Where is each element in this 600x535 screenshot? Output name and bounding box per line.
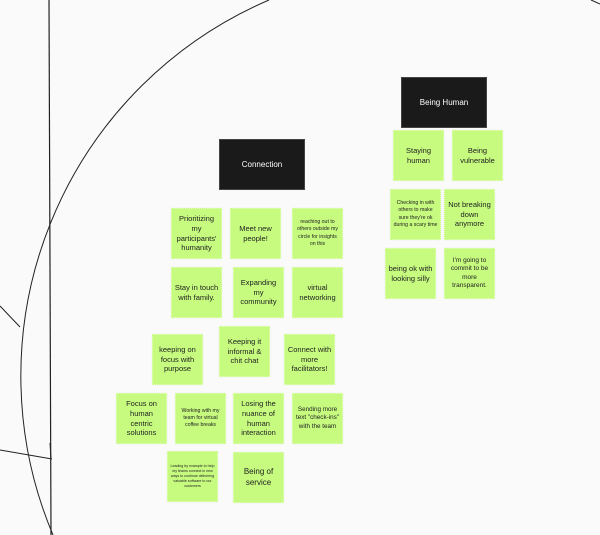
sticky-note[interactable]: Focus on human centric solutions	[116, 393, 167, 444]
sticky-note[interactable]: Connect with more facilitators!	[284, 334, 335, 385]
sticky-note[interactable]: Leading by example to help my teams conn…	[167, 451, 218, 502]
sticky-note[interactable]: Keeping it informal & chit chat	[219, 326, 270, 377]
sticky-note[interactable]: Sending more text "check-ins" with the t…	[292, 393, 343, 444]
sticky-note[interactable]: Stay in touch with family.	[171, 267, 222, 318]
sticky-note[interactable]: virtual networking	[292, 267, 343, 318]
sticky-note[interactable]: Expanding my community	[233, 267, 284, 318]
sticky-note[interactable]: Being vulnerable	[452, 130, 503, 181]
sticky-note[interactable]: Not breaking down anymore	[444, 189, 495, 240]
sticky-note[interactable]: Being of service	[233, 452, 284, 503]
sticky-note[interactable]: being ok with looking silly	[385, 248, 436, 299]
large-circle-arc-left[interactable]	[20, 0, 270, 535]
sticky-note[interactable]: keeping on focus with purpose	[152, 334, 203, 385]
sticky-note[interactable]: Losing the nuance of human interaction	[233, 393, 284, 444]
bottom-line-shape[interactable]	[0, 449, 53, 460]
sticky-note[interactable]: Prioritizing my participants' humanity	[171, 208, 222, 259]
sticky-note[interactable]: Staying human	[393, 130, 444, 181]
large-circle-arc-top-right[interactable]	[590, 0, 600, 5]
sticky-note[interactable]: Meet new people!	[230, 208, 281, 259]
group-header-being-human[interactable]: Being Human	[401, 77, 487, 128]
sticky-note[interactable]: Working with my team for virtual coffee …	[175, 393, 226, 444]
group-header-connection[interactable]: Connection	[219, 139, 305, 190]
sticky-note[interactable]: reaching out to others outside my circle…	[292, 208, 343, 259]
tick-mark	[49, 442, 52, 460]
sticky-note[interactable]: Checking in with others to make sure the…	[390, 189, 441, 240]
short-diagonal-line[interactable]	[0, 305, 21, 328]
sticky-note[interactable]: I'm going to commit to be more transpare…	[444, 248, 495, 299]
